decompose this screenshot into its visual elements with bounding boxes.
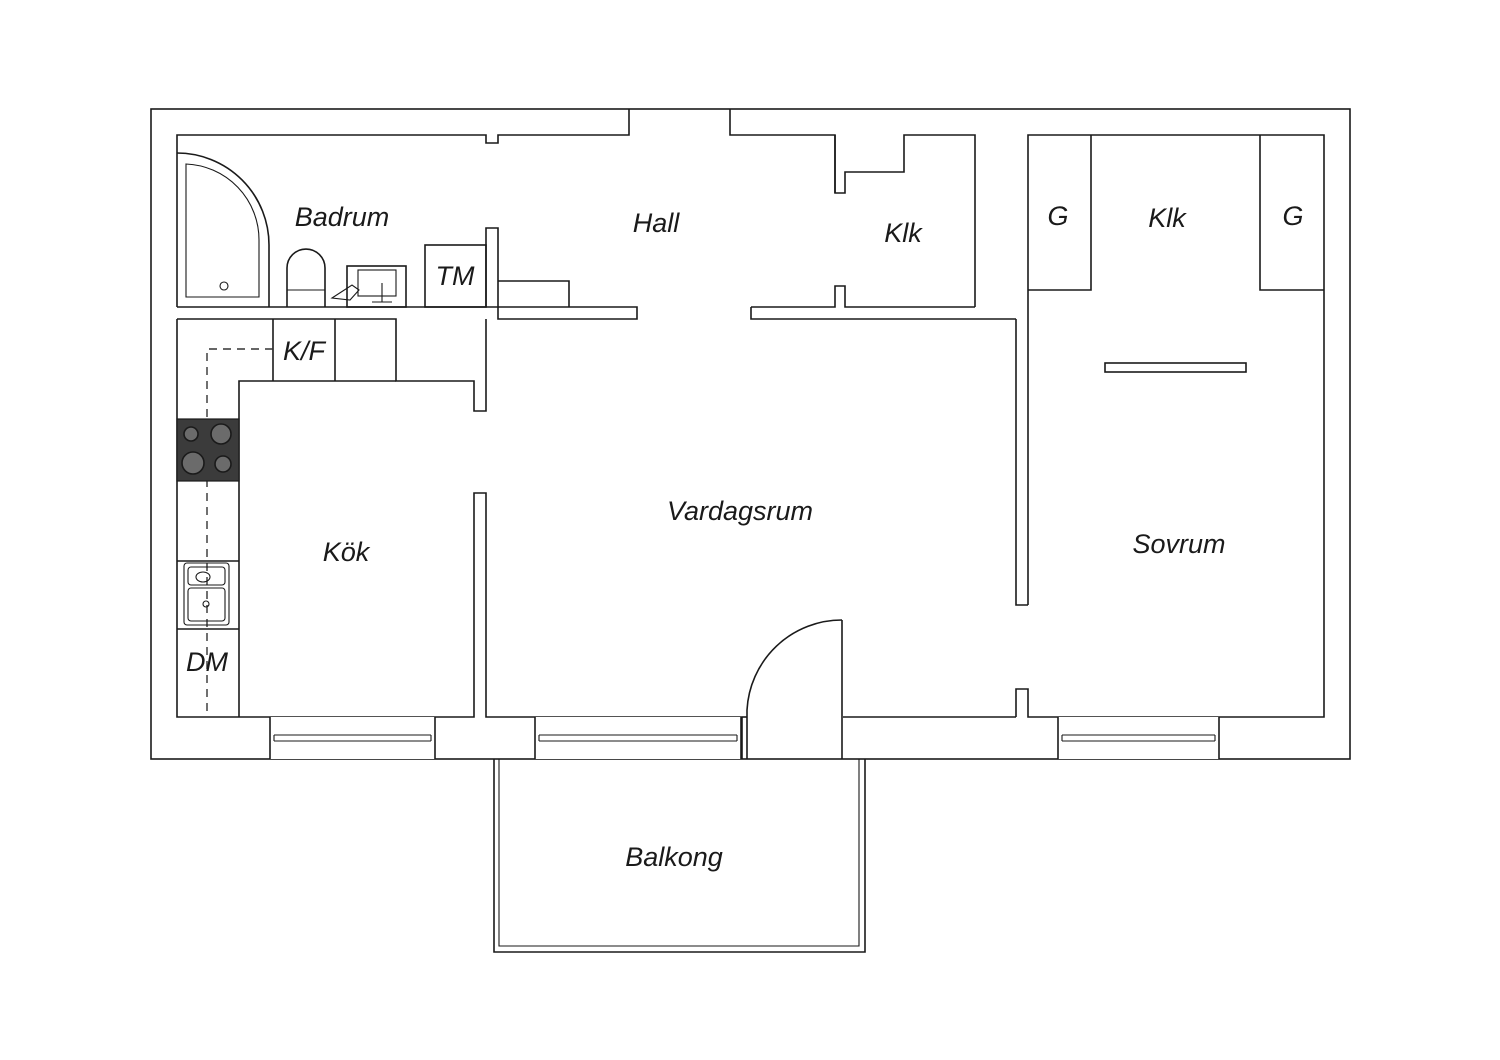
sink-drain <box>195 571 211 583</box>
room-label-badrum: Badrum <box>295 202 390 232</box>
counter-section-lines <box>177 560 239 630</box>
shower-drain <box>219 281 229 291</box>
burner <box>183 426 199 442</box>
hall-right-wall <box>750 285 1016 320</box>
toilet-brush <box>330 284 360 301</box>
kitchen-walls <box>176 318 742 718</box>
balcony <box>493 759 866 953</box>
washer-box <box>424 244 487 308</box>
upper-cabinet-line <box>206 348 273 717</box>
hall-bench <box>498 280 570 307</box>
faucet <box>372 283 392 303</box>
balcony-door-leaf <box>741 620 843 759</box>
shower <box>176 152 270 307</box>
burner <box>181 451 205 475</box>
kitchen-counter <box>238 319 396 717</box>
shower-tray <box>185 163 260 298</box>
inner-wall-top <box>176 109 976 307</box>
room-label-hall: Hall <box>633 208 681 238</box>
room-label-klk-sovrum: Klk <box>1148 203 1187 233</box>
room-label-kok: Kök <box>323 537 371 567</box>
appliance-label-dm: DM <box>186 647 228 677</box>
toilet <box>286 248 326 307</box>
bathroom-sink <box>346 265 407 308</box>
hat-shelf <box>1104 362 1247 373</box>
sink-basin <box>187 566 226 586</box>
room-label-vardagsrum: Vardagsrum <box>667 496 813 526</box>
room-label-sovrum: Sovrum <box>1132 529 1225 559</box>
appliance-label-tm: TM <box>436 261 475 291</box>
balcony-inner <box>498 759 860 947</box>
room-label-g-left: G <box>1047 201 1068 231</box>
burner <box>214 455 232 473</box>
door-swing-arc <box>746 619 843 759</box>
room-label-balkong: Balkong <box>625 842 723 872</box>
window-living <box>534 717 742 759</box>
balcony-door <box>742 622 842 759</box>
window-bedroom <box>1057 717 1220 759</box>
bedroom-closet-lines <box>1028 135 1324 291</box>
window-kitchen <box>269 717 436 759</box>
outer-wall <box>150 108 1351 760</box>
bathroom-hall-wall <box>177 227 638 320</box>
room-label-klk-hall: Klk <box>884 218 923 248</box>
burner <box>210 423 232 445</box>
appliance-label-kf: K/F <box>283 336 327 366</box>
kitchen-sink <box>183 562 230 626</box>
sink-basin <box>357 269 397 297</box>
sink-drain <box>202 600 210 608</box>
sink-basin <box>187 587 226 622</box>
room-label-g-right: G <box>1282 201 1303 231</box>
